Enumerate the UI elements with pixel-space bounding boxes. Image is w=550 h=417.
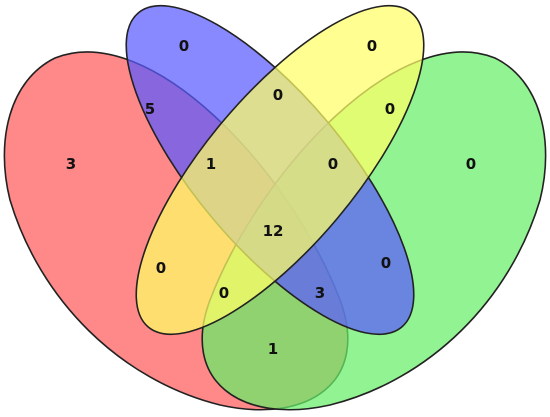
region-ab: 5 — [145, 100, 155, 118]
region-bcd: 0 — [328, 155, 338, 173]
region-b-only: 0 — [179, 37, 189, 55]
region-c-only: 0 — [367, 37, 377, 55]
region-cd: 0 — [385, 100, 395, 118]
set-c-ellipse — [135, 4, 425, 336]
region-bd: 0 — [381, 254, 391, 272]
region-ac: 0 — [156, 259, 166, 277]
region-abc: 1 — [206, 155, 216, 173]
region-abd: 3 — [315, 284, 325, 302]
region-d-only: 0 — [466, 155, 476, 173]
region-ad: 1 — [268, 340, 278, 358]
region-acd: 0 — [219, 284, 229, 302]
region-bc: 0 — [273, 86, 283, 104]
region-abcd: 12 — [263, 222, 284, 240]
region-a-only: 3 — [66, 155, 76, 173]
